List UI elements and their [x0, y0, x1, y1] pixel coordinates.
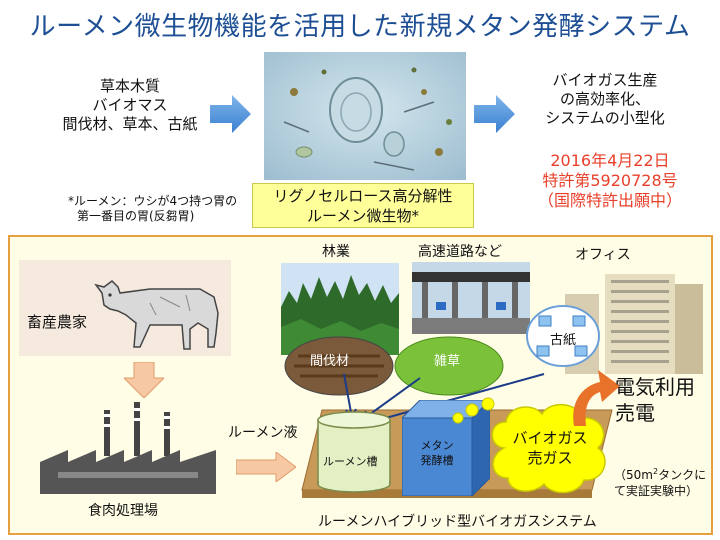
microscope-image	[264, 52, 466, 180]
slaughterhouse-label: 食肉処理場	[88, 503, 158, 519]
system-caption: ルーメンハイブリッド型バイオガスシステム	[318, 514, 597, 530]
rumen-tank	[317, 411, 391, 493]
office-label: オフィス	[575, 247, 631, 263]
electricity-label: 電気利用 売電	[615, 375, 695, 425]
factory-icon	[40, 402, 216, 494]
waste-paper-bubble	[526, 305, 600, 367]
biogas-label: バイオガス 売ガス	[512, 429, 588, 467]
biomass-label: 草本木質 バイオマス 間伐材、草本、古紙	[62, 77, 198, 133]
waste-paper-label: 古紙	[550, 333, 577, 348]
gas-bubbles	[452, 397, 495, 424]
rumen-note: *ルーメン：ウシが4つ持つ胃の 第一番目の胃(反芻胃)	[68, 194, 238, 223]
patent-info: 2016年4月22日 特許第5920728号 （国際特許出願中）	[537, 151, 682, 210]
flow-arrow-right-2	[474, 95, 515, 133]
electricity-arrow	[573, 370, 620, 426]
rumen-fluid-label: ルーメン液	[228, 425, 298, 441]
microbe-label-box: リグノセルロース高分解性 ルーメン微生物*	[252, 183, 474, 228]
tank-note: （50m2タンクに て実証実験中）	[614, 467, 707, 498]
rumen-tank-label: ルーメン槽	[323, 455, 378, 468]
down-arrow	[124, 362, 164, 398]
output-label: バイオガス生産 の高効率化、 システムの小型化	[545, 71, 665, 127]
thinned-wood-photo	[284, 336, 394, 396]
methane-tank	[402, 400, 490, 496]
rumen-fluid-arrow	[236, 452, 296, 482]
weeds-label: 雑草	[434, 354, 461, 369]
flow-arrow-right	[210, 95, 251, 133]
weeds-photo	[394, 336, 504, 396]
cow-icon	[94, 280, 219, 350]
biogas-cloud	[491, 404, 606, 494]
tollgate-photo	[412, 262, 530, 334]
office-building-photo	[545, 264, 705, 374]
livestock-farmer-label: 畜産農家	[27, 313, 88, 331]
highway-label: 高速道路など	[418, 244, 502, 260]
thinned-wood-label: 間伐材	[310, 354, 350, 369]
forestry-label: 林業	[322, 244, 350, 260]
methane-tank-label: メタン 発酵槽	[420, 439, 454, 467]
page-title: ルーメン微生物機能を活用した新規メタン発酵システム	[29, 12, 691, 42]
